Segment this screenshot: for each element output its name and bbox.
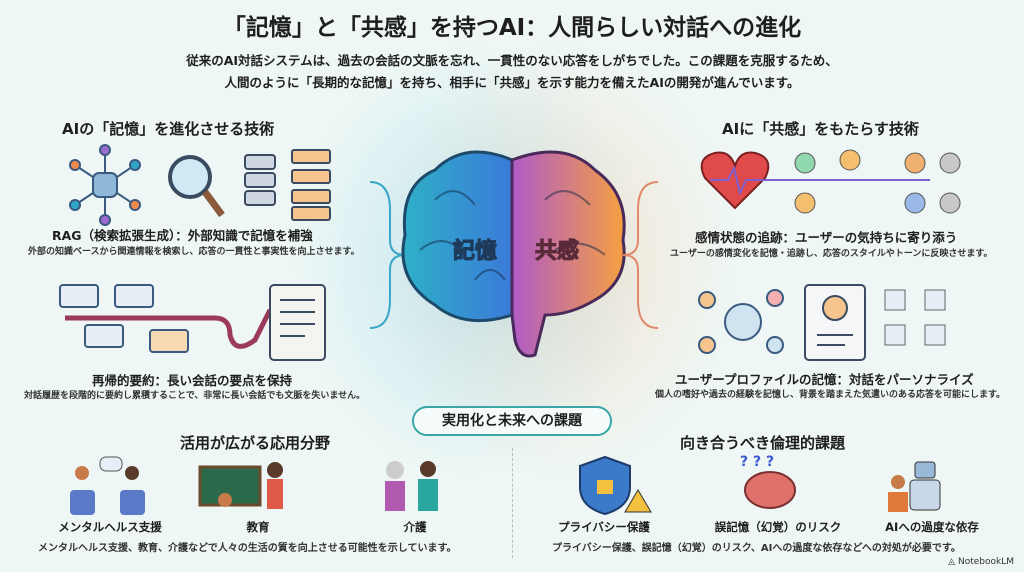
emotion-icons <box>700 149 961 214</box>
hallucination-brain-icon: ? ? ? <box>740 454 796 509</box>
education-icon <box>198 462 283 509</box>
app-label-caregiving: 介護 <box>403 520 427 534</box>
timeline-arrow-icon <box>65 308 273 349</box>
empathy-heading: AIに「共感」をもたらす技術 <box>722 120 919 138</box>
pulse-wave-icon <box>710 165 930 197</box>
profile-desc: 個人の嗜好や過去の経験を記憶し、背景を踏まえた気遣いのある応答を可能にします。 <box>655 390 1006 400</box>
intro-line-2: 人間のように「長期的な記憶」を持ち、相手に「共感」を示す能力を備えたAIの開発が… <box>224 75 800 90</box>
heart-icon <box>700 151 770 210</box>
ethics-desc: プライバシー保護、誤記憶（幻覚）のリスク、AIへの過度な依存などへの対処が必要で… <box>552 543 961 554</box>
rag-title: RAG（検索拡張生成）：外部知識で記憶を補強 <box>52 228 313 243</box>
database-network-icon <box>69 144 141 226</box>
profile-title: ユーザープロファイルの記憶：対話をパーソナライズ <box>675 372 974 387</box>
applications-desc: メンタルヘルス支援、教育、介護などで人々の生活の質を向上させる可能性を示していま… <box>38 543 457 554</box>
ethics-label-hallucination: 誤記憶（幻覚）のリスク <box>714 520 842 534</box>
brain-label-empathy: 共感 <box>535 238 579 264</box>
ai-dependence-icon <box>888 461 941 512</box>
emotion-faces-icon <box>794 149 961 214</box>
emotion-desc: ユーザーの感情変化を記憶・追跡し、応答のスタイルやトーンに反映させます。 <box>670 249 993 259</box>
notebooklm-branding: ◬ NotebookLM <box>948 557 1014 567</box>
preference-icons <box>884 289 946 346</box>
summary-icons <box>59 284 326 361</box>
app-label-education: 教育 <box>246 520 270 534</box>
ethics-heading: 向き合うべき倫理的課題 <box>680 434 846 452</box>
applications-heading: 活用が広がる応用分野 <box>180 434 331 452</box>
brain-label-memory: 記憶 <box>453 238 497 264</box>
app-label-mental-health: メンタルヘルス支援 <box>58 520 162 534</box>
intro-line-1: 従来のAI対話システムは、過去の会話の文脈を忘れ、一貫性のない応答をしがちでした… <box>186 53 838 68</box>
user-network-icon <box>698 289 784 354</box>
scroll-document-icon <box>269 284 326 361</box>
future-banner: 実用化と未来への課題 <box>412 406 612 436</box>
summary-title: 再帰的要約：長い会話の要点を保持 <box>92 373 293 388</box>
server-docs-icon <box>244 149 331 221</box>
page-title: 「記憶」と「共感」を持つAI：人間らしい対話への進化 <box>222 15 802 41</box>
emotion-title: 感情状態の追跡：ユーザーの気持ちに寄り添う <box>695 230 958 245</box>
empathy-bracket <box>622 181 659 329</box>
application-icons <box>70 456 438 515</box>
section-divider <box>512 448 513 558</box>
notebooklm-logo-icon: ◬ <box>948 557 958 567</box>
rag-icons <box>69 144 331 226</box>
magnifier-icon <box>168 155 225 218</box>
rag-desc: 外部の知識ベースから関連情報を検索し、応答の一貫性と事実性を向上させます。 <box>28 247 360 257</box>
ethics-label-dependence: AIへの過度な依存 <box>885 520 979 534</box>
caregiving-icon <box>385 461 438 511</box>
memory-heading: AIの「記憶」を進化させる技術 <box>62 120 275 138</box>
brain-illustration: 記憶 共感 <box>401 150 626 358</box>
profile-card-icon <box>804 284 866 361</box>
ethics-label-privacy: プライバシー保護 <box>558 520 650 534</box>
profile-icons <box>698 284 946 361</box>
privacy-shield-icon <box>579 455 652 516</box>
ethics-icons: ? ? ? <box>579 454 941 516</box>
svg-text:? ? ?: ? ? ? <box>740 454 774 470</box>
chat-bubbles-icon <box>59 284 189 353</box>
summary-desc: 対話履歴を段階的に要約し累積することで、非常に長い会話でも文脈を失いません。 <box>24 391 366 401</box>
counseling-icon <box>70 456 145 515</box>
